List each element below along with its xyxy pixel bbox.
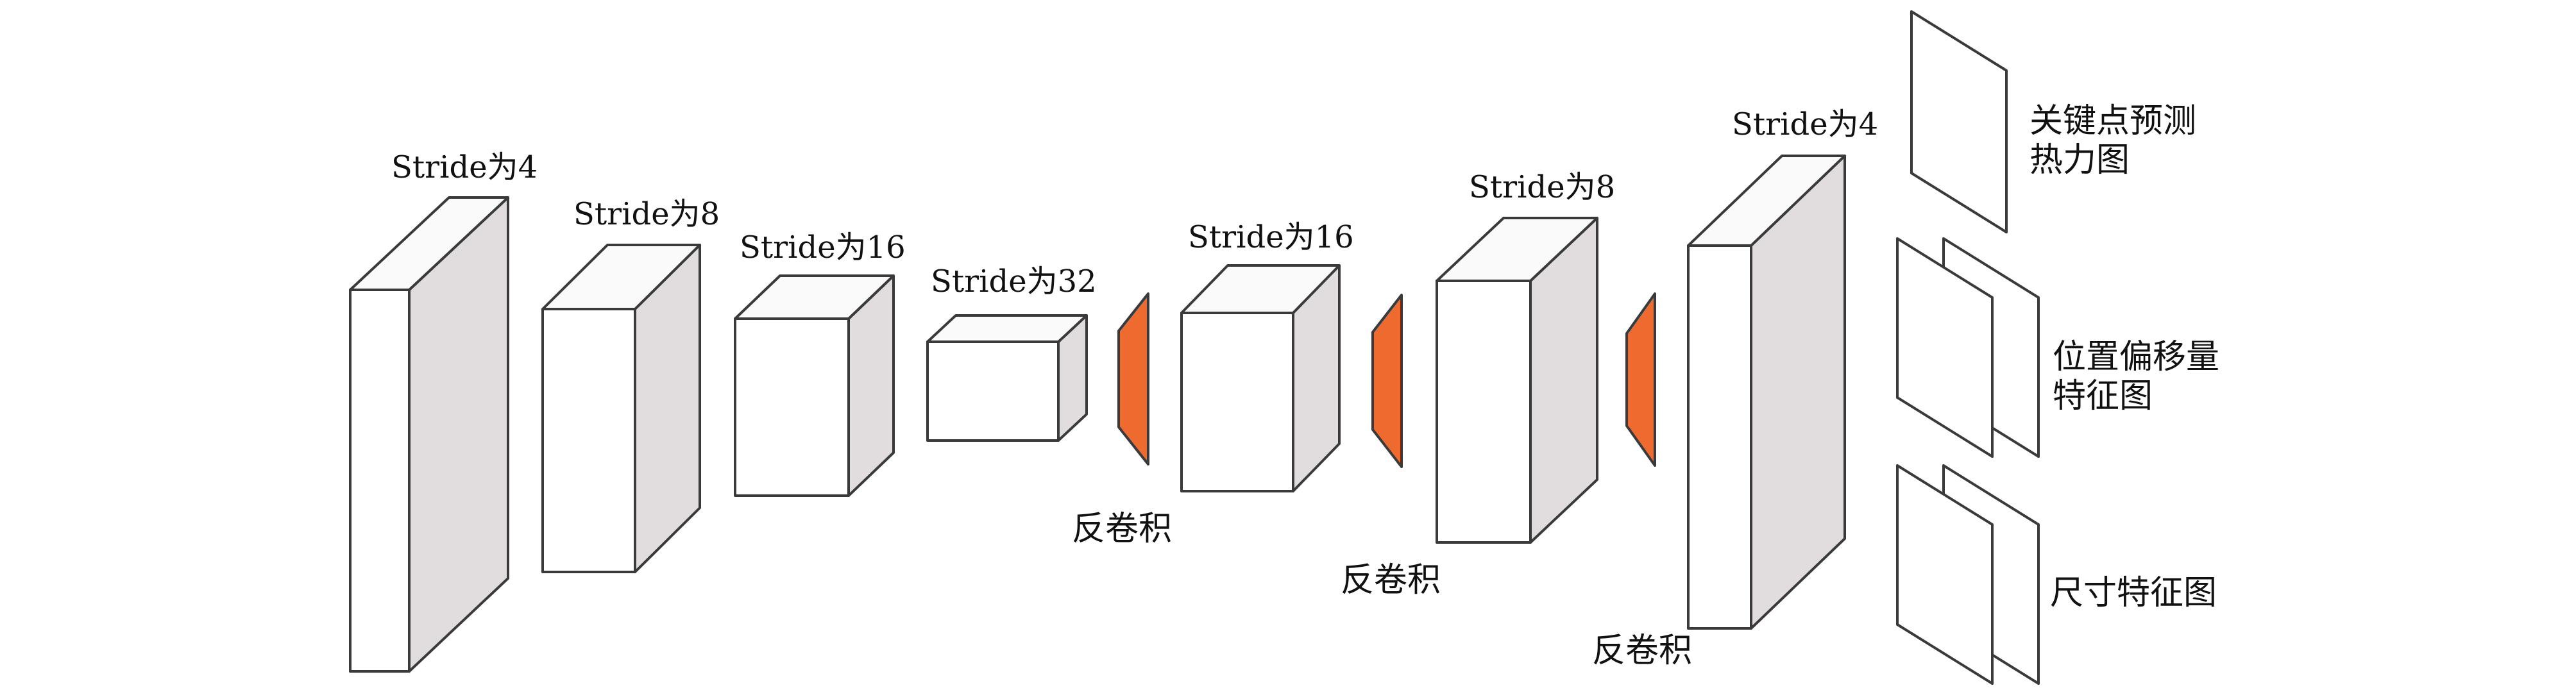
offset-map-label-line2: 特征图 (2053, 377, 2153, 416)
block-front (926, 340, 1060, 442)
keypoint-heatmap-sheet (1910, 10, 2008, 233)
block-front (349, 289, 411, 673)
block-label-stride4-b: Stride为4 (1732, 106, 1878, 142)
feature-block-stride16-a (734, 274, 895, 497)
size-map-sheet-front (1896, 464, 1994, 685)
block-label-stride8-b: Stride为8 (1469, 169, 1615, 205)
offset-map-sheet-front (1896, 237, 1994, 458)
block-front (1180, 312, 1294, 492)
feature-block-stride8-a (541, 244, 701, 573)
deconv-label-3: 反卷积 (1592, 632, 1692, 670)
block-label-stride32: Stride为32 (931, 264, 1097, 299)
offset-map-label-line1: 位置偏移量 (2053, 338, 2219, 376)
block-front (1687, 244, 1752, 630)
deconv-label-1: 反卷积 (1072, 510, 1172, 548)
size-map-sheets (1896, 464, 2040, 685)
block-front (1436, 280, 1532, 544)
size-map-label: 尺寸特征图 (2050, 574, 2217, 612)
deconv-layer-3 (1625, 292, 1656, 467)
block-label-stride4-a: Stride为4 (391, 149, 538, 185)
feature-block-stride4-b (1687, 155, 1846, 630)
keypoint-heatmap-label-line1: 关键点预测 (2029, 102, 2196, 140)
block-front (734, 317, 850, 497)
feature-block-stride16-b (1180, 264, 1341, 492)
deconv-layer-1 (1117, 292, 1149, 466)
block-label-stride16-a: Stride为16 (740, 230, 906, 265)
feature-block-stride32 (926, 314, 1088, 442)
deconv-layer-2 (1371, 294, 1403, 468)
offset-map-sheets (1896, 237, 2040, 458)
deconv-label-2: 反卷积 (1341, 561, 1441, 600)
feature-block-stride4-a (349, 196, 509, 673)
block-label-stride8-a: Stride为8 (573, 196, 720, 232)
block-label-stride16-b: Stride为16 (1188, 219, 1354, 255)
block-top (926, 314, 1088, 343)
keypoint-heatmap-label-line2: 热力图 (2029, 141, 2130, 180)
block-front (541, 308, 636, 573)
feature-block-stride8-b (1436, 217, 1598, 544)
